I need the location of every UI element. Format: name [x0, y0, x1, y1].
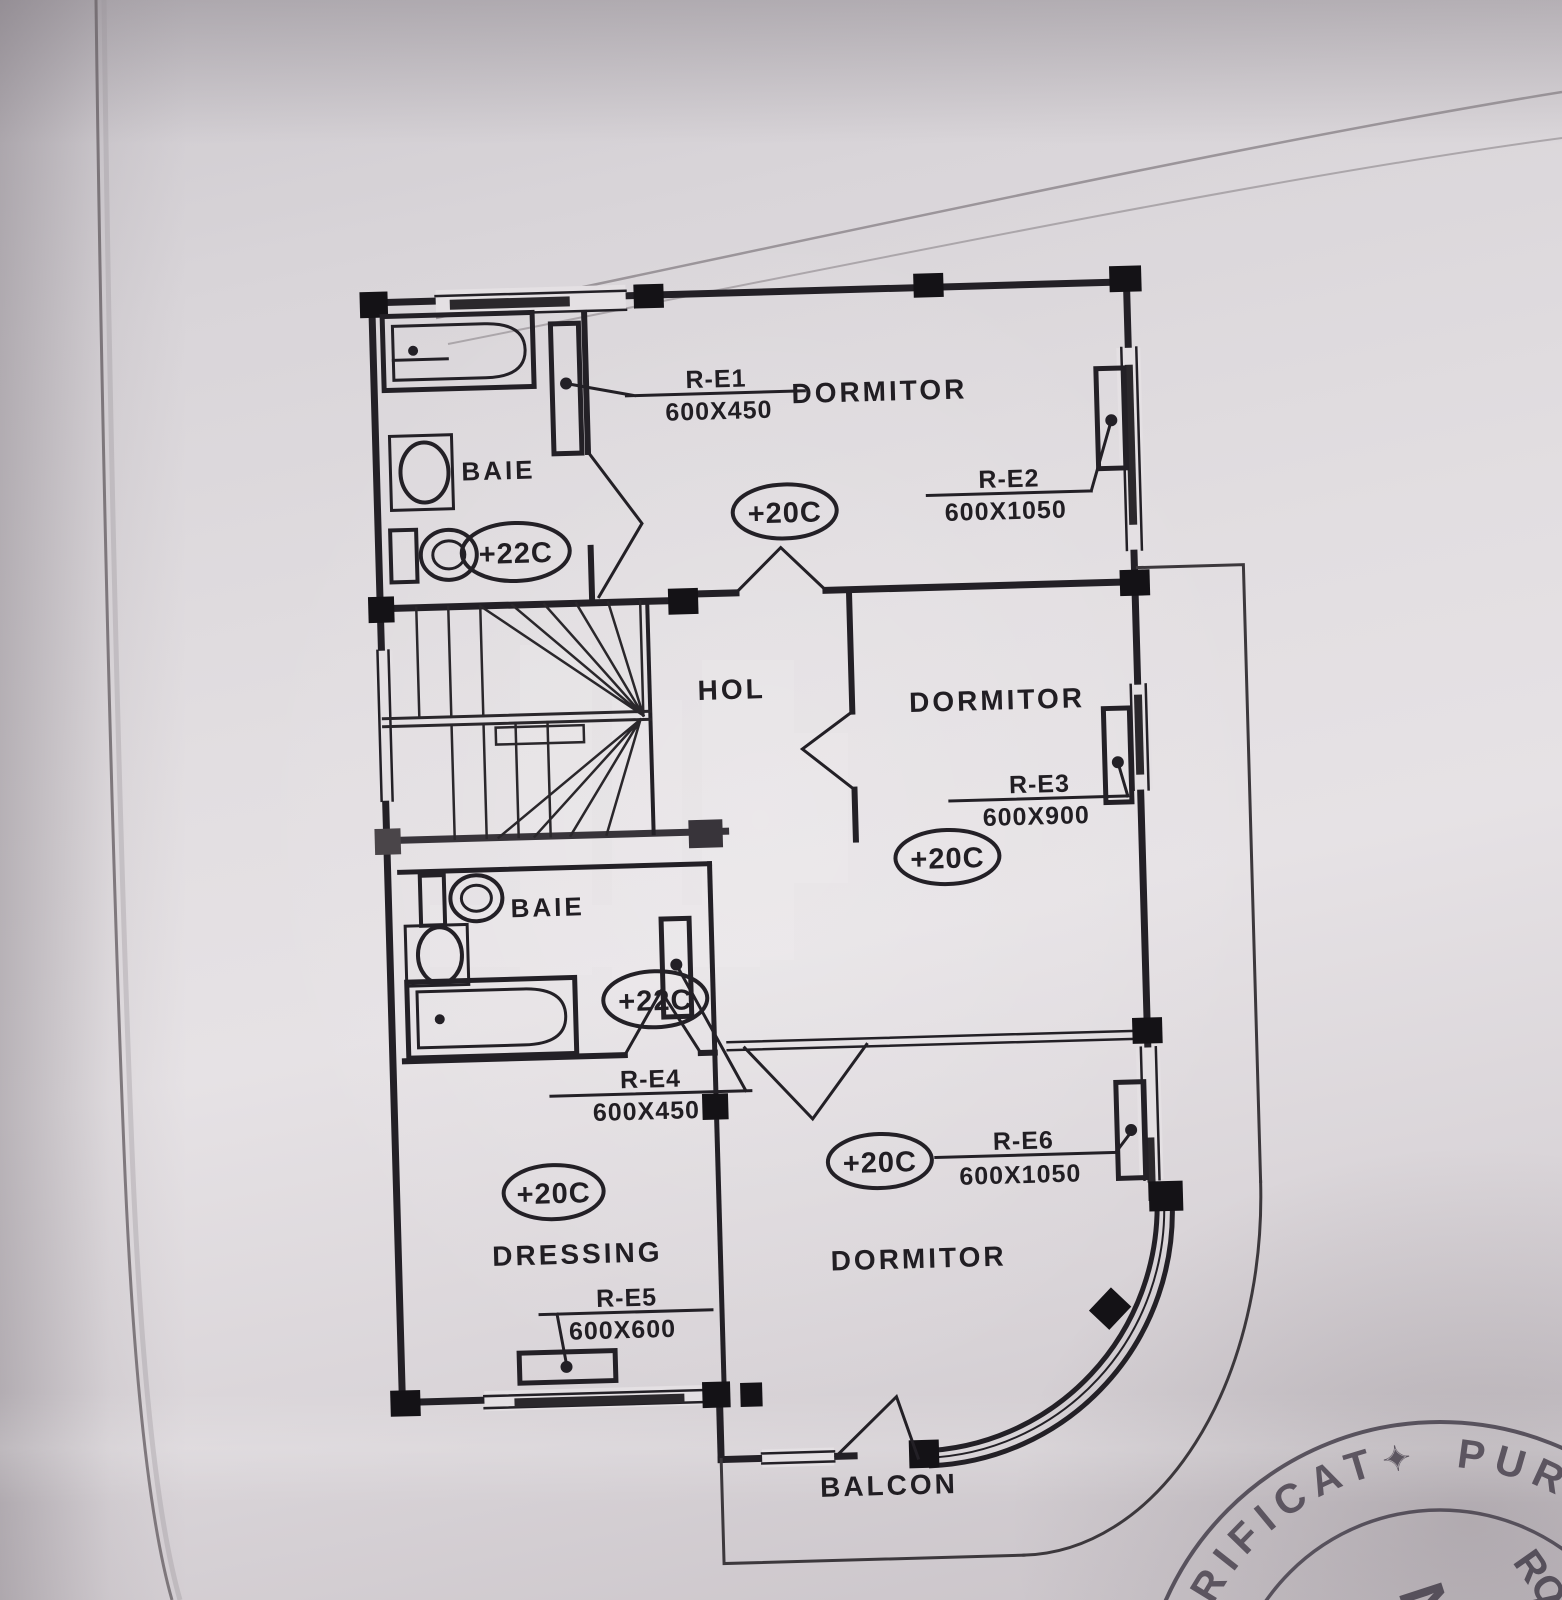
door-balcon [833, 1393, 921, 1461]
temp-baie-1: +22C [459, 520, 572, 583]
stamp-inner-letter-n: N [1385, 1574, 1468, 1600]
door-dormitor-1 [733, 545, 829, 595]
svg-text:+22C: +22C [478, 537, 553, 571]
balcony-outline [719, 563, 1263, 1566]
svg-text:+22C: +22C [618, 984, 693, 1018]
radiators [516, 320, 1150, 1386]
verification-stamp: VERIFICAT ✦ PURTUC N RO [1153, 1420, 1562, 1600]
room-label-balcon: BALCON [820, 1468, 959, 1503]
interior-walls [376, 293, 1149, 1397]
temperature-tags: +22C +20C +20C +22C +20C +20C [459, 482, 1002, 1222]
room-label-hol: HOL [697, 673, 766, 706]
radiator-label-r-e3: R-E3 [1009, 770, 1071, 800]
radiator-size-r-e6: 600X1050 [959, 1159, 1082, 1190]
toilet-1 [388, 527, 479, 585]
radiator-size-r-e1: 600X450 [665, 396, 773, 427]
radiator-label-r-e1: R-E1 [685, 364, 747, 394]
room-label-baie-2: BAIE [510, 891, 585, 923]
svg-text:+20C: +20C [910, 842, 985, 876]
radiator-size-r-e2: 600X1050 [944, 496, 1067, 527]
radiator-leaders [538, 381, 1134, 1366]
stamp-ring-text-left: VERIFICAT [1153, 1438, 1385, 1600]
room-label-dressing: DRESSING [492, 1236, 663, 1272]
radiator-r-e6 [1113, 1079, 1150, 1181]
stamp-inner-marks: N RO [1385, 1542, 1562, 1600]
room-label-baie-1: BAIE [461, 454, 536, 486]
sink-1 [387, 433, 456, 512]
toilet-2 [417, 873, 505, 928]
radiator-size-r-e5: 600X600 [569, 1315, 677, 1346]
room-label-dormitor-1: DORMITOR [791, 373, 968, 409]
radiator-label-r-e6: R-E6 [993, 1126, 1055, 1156]
temp-dormitor-3: +20C [825, 1132, 934, 1191]
windows [372, 284, 1164, 1468]
room-labels: BAIE DORMITOR HOL DORMITOR BAIE DRESSING… [461, 373, 1086, 1503]
door-dormitor-3 [742, 1042, 869, 1122]
room-label-dormitor-3: DORMITOR [830, 1241, 1007, 1277]
temp-dormitor-1: +20C [730, 482, 839, 541]
radiator-label-r-e4: R-E4 [620, 1065, 682, 1095]
staircase [381, 600, 653, 841]
door-baie-1 [585, 449, 644, 599]
temp-dressing: +20C [501, 1163, 606, 1222]
radiator-labels: R-E1 600X450 R-E2 600X1050 R-E3 600X900 … [569, 364, 1091, 1346]
radiator-size-r-e3: 600X900 [982, 801, 1090, 832]
bathtub-1 [379, 309, 537, 394]
radiator-size-r-e4: 600X450 [592, 1096, 700, 1127]
svg-text:+20C: +20C [516, 1177, 591, 1211]
stamp-inner-letters-ro: RO [1505, 1542, 1562, 1600]
temp-dormitor-2: +20C [893, 828, 1002, 887]
room-label-dormitor-2: DORMITOR [909, 682, 1086, 718]
radiator-label-r-e5: R-E5 [596, 1283, 658, 1313]
svg-text:+20C: +20C [747, 496, 822, 530]
door-dormitor-2 [799, 709, 857, 792]
curved-bay-wall [918, 1196, 1175, 1469]
watermark-ghost [430, 645, 848, 990]
radiator-r-e5 [516, 1347, 619, 1386]
bathtub-2 [404, 974, 580, 1061]
column-blocks [359, 265, 1184, 1469]
radiator-r-e1 [547, 320, 585, 457]
temp-baie-2: +22C [601, 969, 710, 1030]
radiator-label-r-e2: R-E2 [978, 464, 1040, 494]
svg-text:+20C: +20C [842, 1146, 917, 1180]
stamp-ring-separator: ✦ [1380, 1438, 1416, 1480]
